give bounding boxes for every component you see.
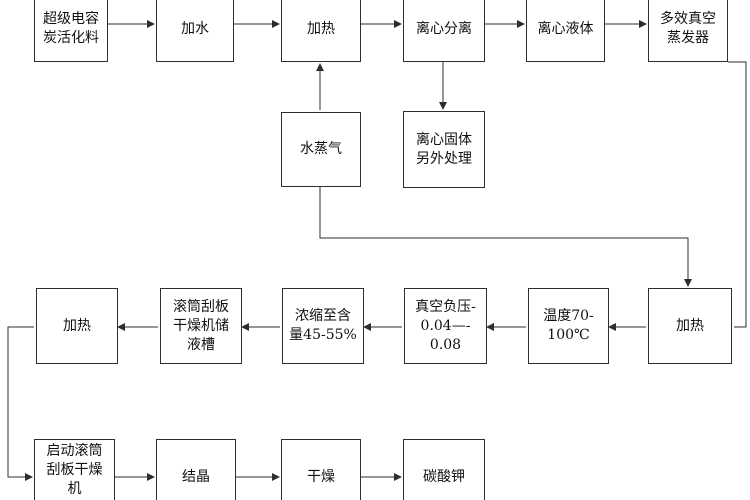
node-concentrate: 浓缩至含 量45-55%: [282, 288, 364, 364]
node-start-dryer: 启动滚筒 刮板干燥 机: [34, 439, 115, 500]
arrow-evaporator-to-heating2: [728, 61, 747, 328]
node-storage-tank: 滚筒刮板 干燥机储 液槽: [160, 288, 242, 364]
node-raw-material: 超级电容 炭活化料: [34, 0, 108, 62]
node-crystallize: 结晶: [156, 439, 236, 500]
arrow-heating3-to-dryer: [7, 326, 34, 481]
node-centrifuge: 离心分离: [403, 0, 485, 62]
node-product: 碳酸钾: [403, 439, 485, 500]
node-add-water: 加水: [156, 0, 234, 62]
node-centrifuge-solid: 离心固体 另外处理: [403, 111, 485, 188]
node-heating-2: 加热: [648, 288, 732, 364]
node-centrifuge-liquid: 离心液体: [526, 0, 605, 62]
node-steam: 水蒸气: [281, 112, 361, 187]
node-temperature: 温度70- 100℃: [528, 288, 609, 364]
node-heating-3: 加热: [36, 288, 118, 364]
arrow-steam-to-heating2: [319, 187, 692, 287]
node-vacuum: 真空负压- 0.04—- 0.08: [404, 288, 487, 364]
node-heating-1: 加热: [281, 0, 361, 62]
node-dry: 干燥: [281, 439, 361, 500]
node-evaporator: 多效真空 蒸发器: [648, 0, 728, 62]
